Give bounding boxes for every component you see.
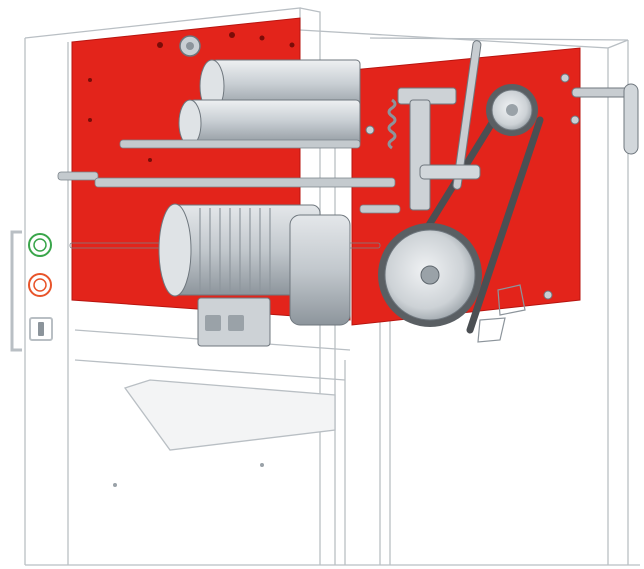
main-switch-icon [29, 317, 53, 341]
tension-lever [387, 40, 482, 211]
drive-pulley [378, 84, 538, 327]
tie-rods [57, 139, 401, 249]
electric-motor [158, 203, 351, 347]
start-button-icon [28, 233, 52, 257]
door-handle [10, 230, 22, 352]
chip-chute [123, 379, 336, 451]
adjusting-handle [571, 83, 639, 155]
stop-button-icon [28, 273, 52, 297]
lower-bracket [477, 284, 526, 343]
body-screws [113, 463, 264, 487]
feed-rollers [178, 59, 361, 147]
